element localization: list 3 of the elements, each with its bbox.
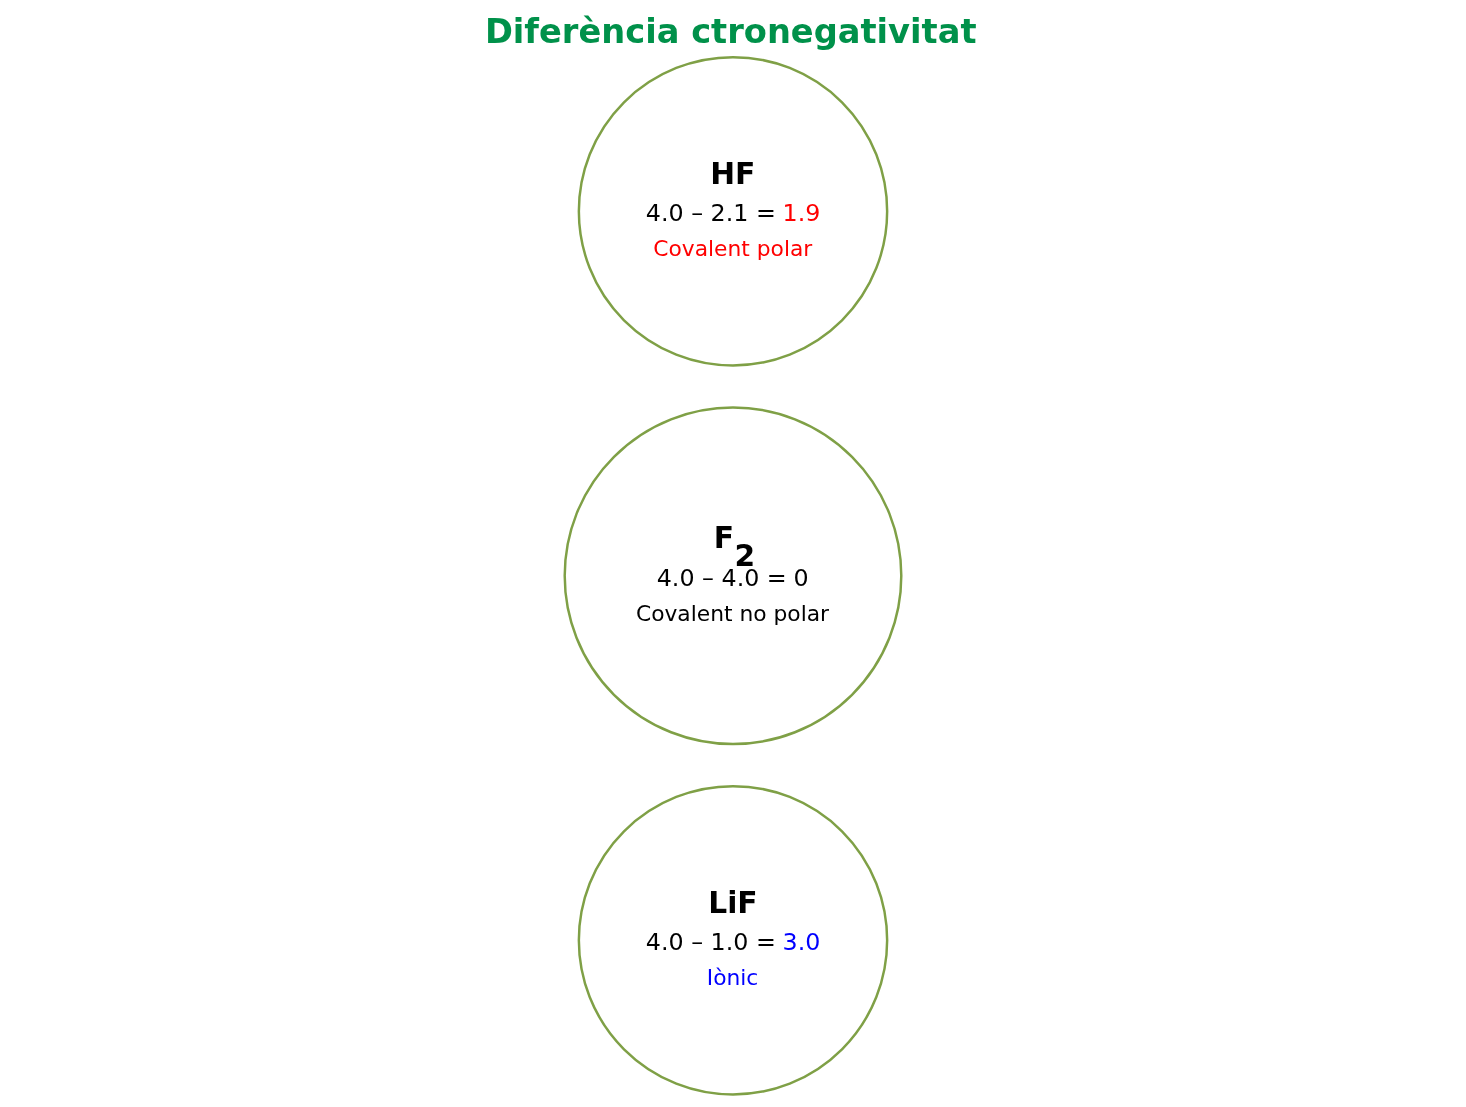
node-circle: LiF 4.0 – 1.0 = 3.0 Iònic — [577, 784, 889, 1096]
node-circle: HF 4.0 – 2.1 = 1.9 Covalent polar — [577, 55, 889, 367]
diagram-title: Diferència ctronegativitat — [484, 11, 977, 51]
